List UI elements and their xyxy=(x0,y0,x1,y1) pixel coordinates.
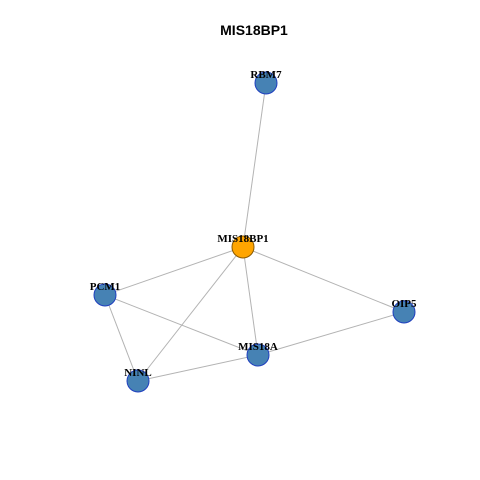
node-oip5[interactable] xyxy=(392,300,416,324)
nodes-layer xyxy=(93,71,416,393)
node-mis18bp1[interactable] xyxy=(231,235,255,259)
node-mis18a[interactable] xyxy=(246,343,270,367)
edge-mis18bp1-pcm1 xyxy=(104,246,244,296)
node-ninl[interactable] xyxy=(126,369,150,393)
edge-pcm1-mis18a xyxy=(104,294,259,356)
edge-mis18bp1-rbm7 xyxy=(242,82,267,248)
edge-pcm1-ninl xyxy=(104,294,139,382)
graph-title: MIS18BP1 xyxy=(220,22,288,38)
edge-mis18bp1-ninl xyxy=(137,246,244,382)
edges-layer xyxy=(104,82,405,382)
node-rbm7[interactable] xyxy=(254,71,278,95)
edge-mis18a-ninl xyxy=(137,354,259,382)
node-label-mis18bp1: MIS18BP1 xyxy=(217,233,268,245)
node-label-ninl: NINL xyxy=(124,367,152,379)
edge-mis18bp1-mis18a xyxy=(242,246,259,356)
node-label-oip5: OIP5 xyxy=(391,298,417,310)
node-label-pcm1: PCM1 xyxy=(90,281,121,293)
node-label-rbm7: RBM7 xyxy=(250,69,282,81)
node-label-mis18a: MIS18A xyxy=(238,341,278,353)
edge-oip5-mis18a xyxy=(257,311,405,356)
edge-mis18bp1-oip5 xyxy=(242,246,405,313)
node-pcm1[interactable] xyxy=(93,283,117,307)
